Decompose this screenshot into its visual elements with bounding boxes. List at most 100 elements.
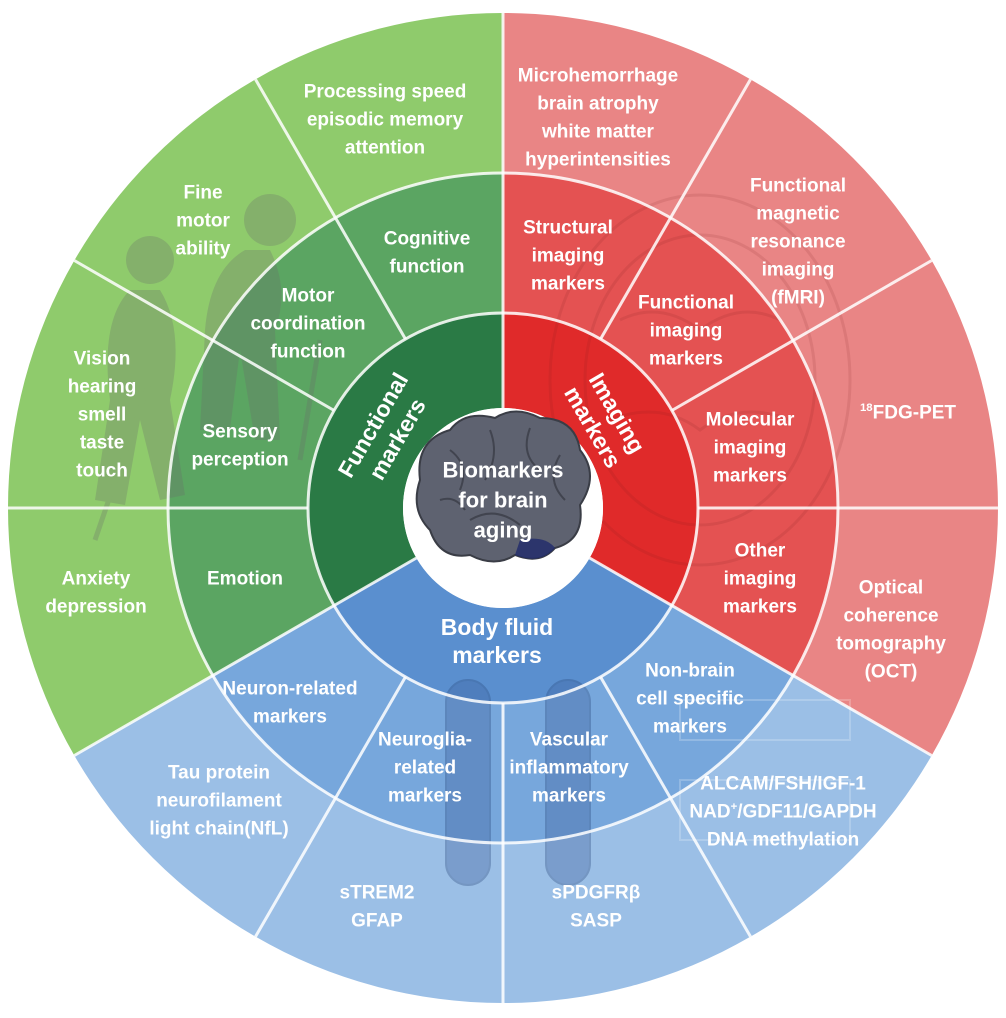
outer-label-tau-line: light chain(NfL) — [149, 819, 288, 840]
outer-label-senses-line: taste — [80, 433, 124, 454]
middle-label-sensory-line: perception — [191, 450, 288, 471]
middle-label-non-brain-line: Non-brain — [645, 661, 735, 682]
outer-label-fmri-line: resonance — [750, 232, 845, 253]
center-title: Biomarkers for brain aging — [442, 458, 563, 543]
middle-label-vascular-line: markers — [532, 786, 606, 807]
middle-label-neuron-line: markers — [253, 707, 327, 728]
middle-label-motor-line: coordination — [250, 314, 365, 335]
middle-label-structural-line: Structural — [523, 218, 613, 239]
subsector-divider — [599, 78, 752, 340]
middle-ring-border — [166, 171, 840, 845]
outer-label-microhemorrhage-line: white matter — [541, 122, 655, 143]
outer-label-tau: Tau protein neurofilament light chain(NfL) — [149, 763, 288, 840]
middle-label-neuroglia-line: Neuroglia- — [378, 730, 472, 751]
outer-ring-imaging-sector — [503, 13, 998, 756]
outer-label-fdg-pet-line: 18FDG-PET — [860, 402, 956, 424]
outer-label-alcam-line: NAD+/GDF11/GAPDH — [689, 801, 876, 823]
middle-label-emotion-line: Emotion — [207, 569, 283, 590]
outer-label-processing-line: episodic memory — [307, 110, 464, 131]
inner-ring-body-fluid-sector — [334, 558, 672, 703]
middle-label-motor-line: function — [271, 342, 346, 363]
outer-label-fine-motor-line: Fine — [183, 183, 222, 204]
outer-label-fdg-pet: 18FDG-PET — [860, 402, 956, 424]
outer-label-strem2-line: GFAP — [351, 911, 403, 932]
middle-ring-functional-sector — [167, 173, 503, 676]
outer-label-microhemorrhage-line: Microhemorrhage — [518, 66, 678, 87]
middle-label-non-brain-line: cell specific — [636, 689, 744, 710]
outer-label-fmri-line: magnetic — [756, 204, 840, 225]
subsector-divider — [254, 676, 407, 938]
outer-label-alcam-line: DNA methylation — [707, 830, 859, 851]
middle-label-molecular-line: markers — [713, 466, 787, 487]
middle-label-vascular-line: inflammatory — [509, 758, 629, 779]
middle-label-cognitive: Cognitive function — [384, 229, 471, 278]
outer-ring — [7, 13, 998, 1003]
center-title-text-line: Biomarkers — [442, 458, 563, 483]
category-divider — [73, 556, 418, 757]
middle-label-non-brain: Non-brain cell specific markers — [636, 661, 744, 738]
center-title-text-line: aging — [474, 518, 533, 543]
middle-label-structural-line: markers — [531, 274, 605, 295]
middle-label-other-imaging-line: markers — [723, 597, 797, 618]
middle-label-functional-imaging-line: markers — [649, 349, 723, 370]
middle-label-non-brain-line: markers — [653, 717, 727, 738]
middle-label-functional-imaging-line: imaging — [650, 321, 723, 342]
middle-ring-imaging-sector — [503, 173, 838, 676]
outer-ring-body-fluid-sector — [74, 675, 932, 1003]
subsector-divider — [599, 676, 752, 938]
outer-label-senses-line: touch — [76, 461, 128, 482]
outer-label-spdgfrb-line: SASP — [570, 911, 622, 932]
inner-ring — [308, 313, 698, 703]
outer-label-microhemorrhage-line: hyperintensities — [525, 150, 671, 171]
subsector-divider — [671, 259, 933, 412]
middle-label-sensory: Sensory perception — [191, 422, 288, 471]
middle-label-motor-line: Motor — [282, 286, 335, 307]
inner-ring-imaging-sector — [503, 313, 698, 606]
outer-label-tau-line: Tau protein — [168, 763, 270, 784]
category-divider — [588, 556, 933, 757]
outer-label-oct-line: coherence — [843, 606, 938, 627]
middle-label-neuron: Neuron-related markers — [222, 679, 357, 728]
middle-label-neuron-line: Neuron-related — [222, 679, 357, 700]
center-title-text: Biomarkers for brain aging — [442, 458, 563, 543]
outer-label-senses-line: Vision — [74, 349, 131, 370]
middle-label-molecular-line: Molecular — [706, 410, 795, 431]
brain-mri-illustration — [548, 193, 852, 567]
middle-label-cognitive-line: Cognitive — [384, 229, 471, 250]
middle-label-sensory-line: Sensory — [203, 422, 278, 443]
middle-label-emotion: Emotion — [207, 569, 283, 590]
middle-label-cognitive-line: function — [390, 257, 465, 278]
outer-label-microhemorrhage-line: brain atrophy — [537, 94, 659, 115]
middle-label-other-imaging-line: imaging — [724, 569, 797, 590]
outer-label-processing-line: Processing speed — [304, 82, 467, 103]
outer-label-fine-motor-line: ability — [176, 239, 231, 260]
center-title-text-line: for brain — [458, 488, 547, 513]
elderly-couple-illustration — [92, 194, 323, 541]
outer-label-fmri-line: imaging — [762, 260, 835, 281]
outer-label-tau-line: neurofilament — [156, 791, 282, 812]
outer-label-oct-line: tomography — [836, 634, 946, 655]
outer-label-anxiety-line: depression — [45, 597, 146, 618]
blood-tube-illustration — [445, 679, 851, 886]
outer-label-alcam-line: ALCAM/FSH/IGF-1 — [700, 774, 866, 795]
outer-label-oct-line: (OCT) — [865, 662, 918, 683]
sector-dividers — [8, 13, 998, 1003]
inner-ring-border — [306, 311, 700, 705]
outer-label-spdgfrb-line: sPDGFRβ — [552, 883, 641, 904]
